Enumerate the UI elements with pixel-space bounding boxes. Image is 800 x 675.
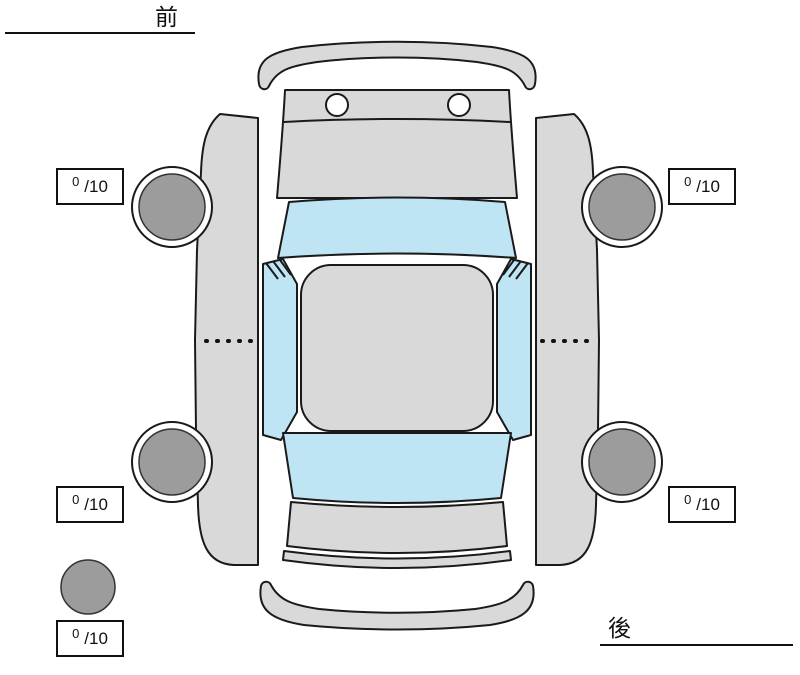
front-orientation-marker: 前: [5, 0, 195, 34]
tire-rear-left: [138, 428, 206, 496]
tread-depth-rear-right: 0 /10: [668, 486, 736, 523]
tread-depth-max: /10: [696, 494, 720, 514]
pillar-hatching: [265, 259, 529, 280]
headlight-washer-left: [325, 93, 349, 117]
tire-rear-right: [588, 428, 656, 496]
tread-depth-value: 0: [72, 174, 80, 189]
windshield: [277, 196, 517, 259]
tread-depth-max: /10: [84, 176, 108, 196]
tread-depth-value: 0: [684, 174, 692, 189]
rear-bumper: [259, 580, 535, 631]
side-window-right: [496, 258, 532, 441]
front-label: 前: [155, 4, 178, 30]
tire-front-left: [138, 173, 206, 241]
tread-depth-front-right: 0 /10: [668, 168, 736, 205]
roof: [300, 264, 494, 432]
tire-front-right: [588, 173, 656, 241]
tread-depth-max: /10: [84, 628, 108, 648]
trunk-edge: [282, 550, 512, 569]
headlight-washer-right: [447, 93, 471, 117]
rear-orientation-marker: 後: [600, 610, 793, 646]
tread-depth-rear-left: 0 /10: [56, 486, 124, 523]
tread-depth-max: /10: [84, 494, 108, 514]
tread-depth-front-left: 0 /10: [56, 168, 124, 205]
side-panel-right: [535, 113, 600, 566]
tread-depth-max: /10: [696, 176, 720, 196]
rear-label: 後: [608, 615, 631, 641]
hood: [276, 89, 518, 199]
tread-depth-value: 0: [684, 492, 692, 507]
tread-depth-value: 0: [72, 626, 80, 641]
tread-depth-value: 0: [72, 492, 80, 507]
spare-tire: [60, 559, 116, 615]
side-panel-left: [194, 113, 259, 566]
tread-depth-spare: 0 /10: [56, 620, 124, 657]
cowl-line: [283, 118, 511, 123]
front-bumper: [257, 40, 537, 91]
trunk: [286, 501, 508, 554]
rear-window: [282, 432, 512, 504]
side-window-left: [262, 258, 298, 441]
